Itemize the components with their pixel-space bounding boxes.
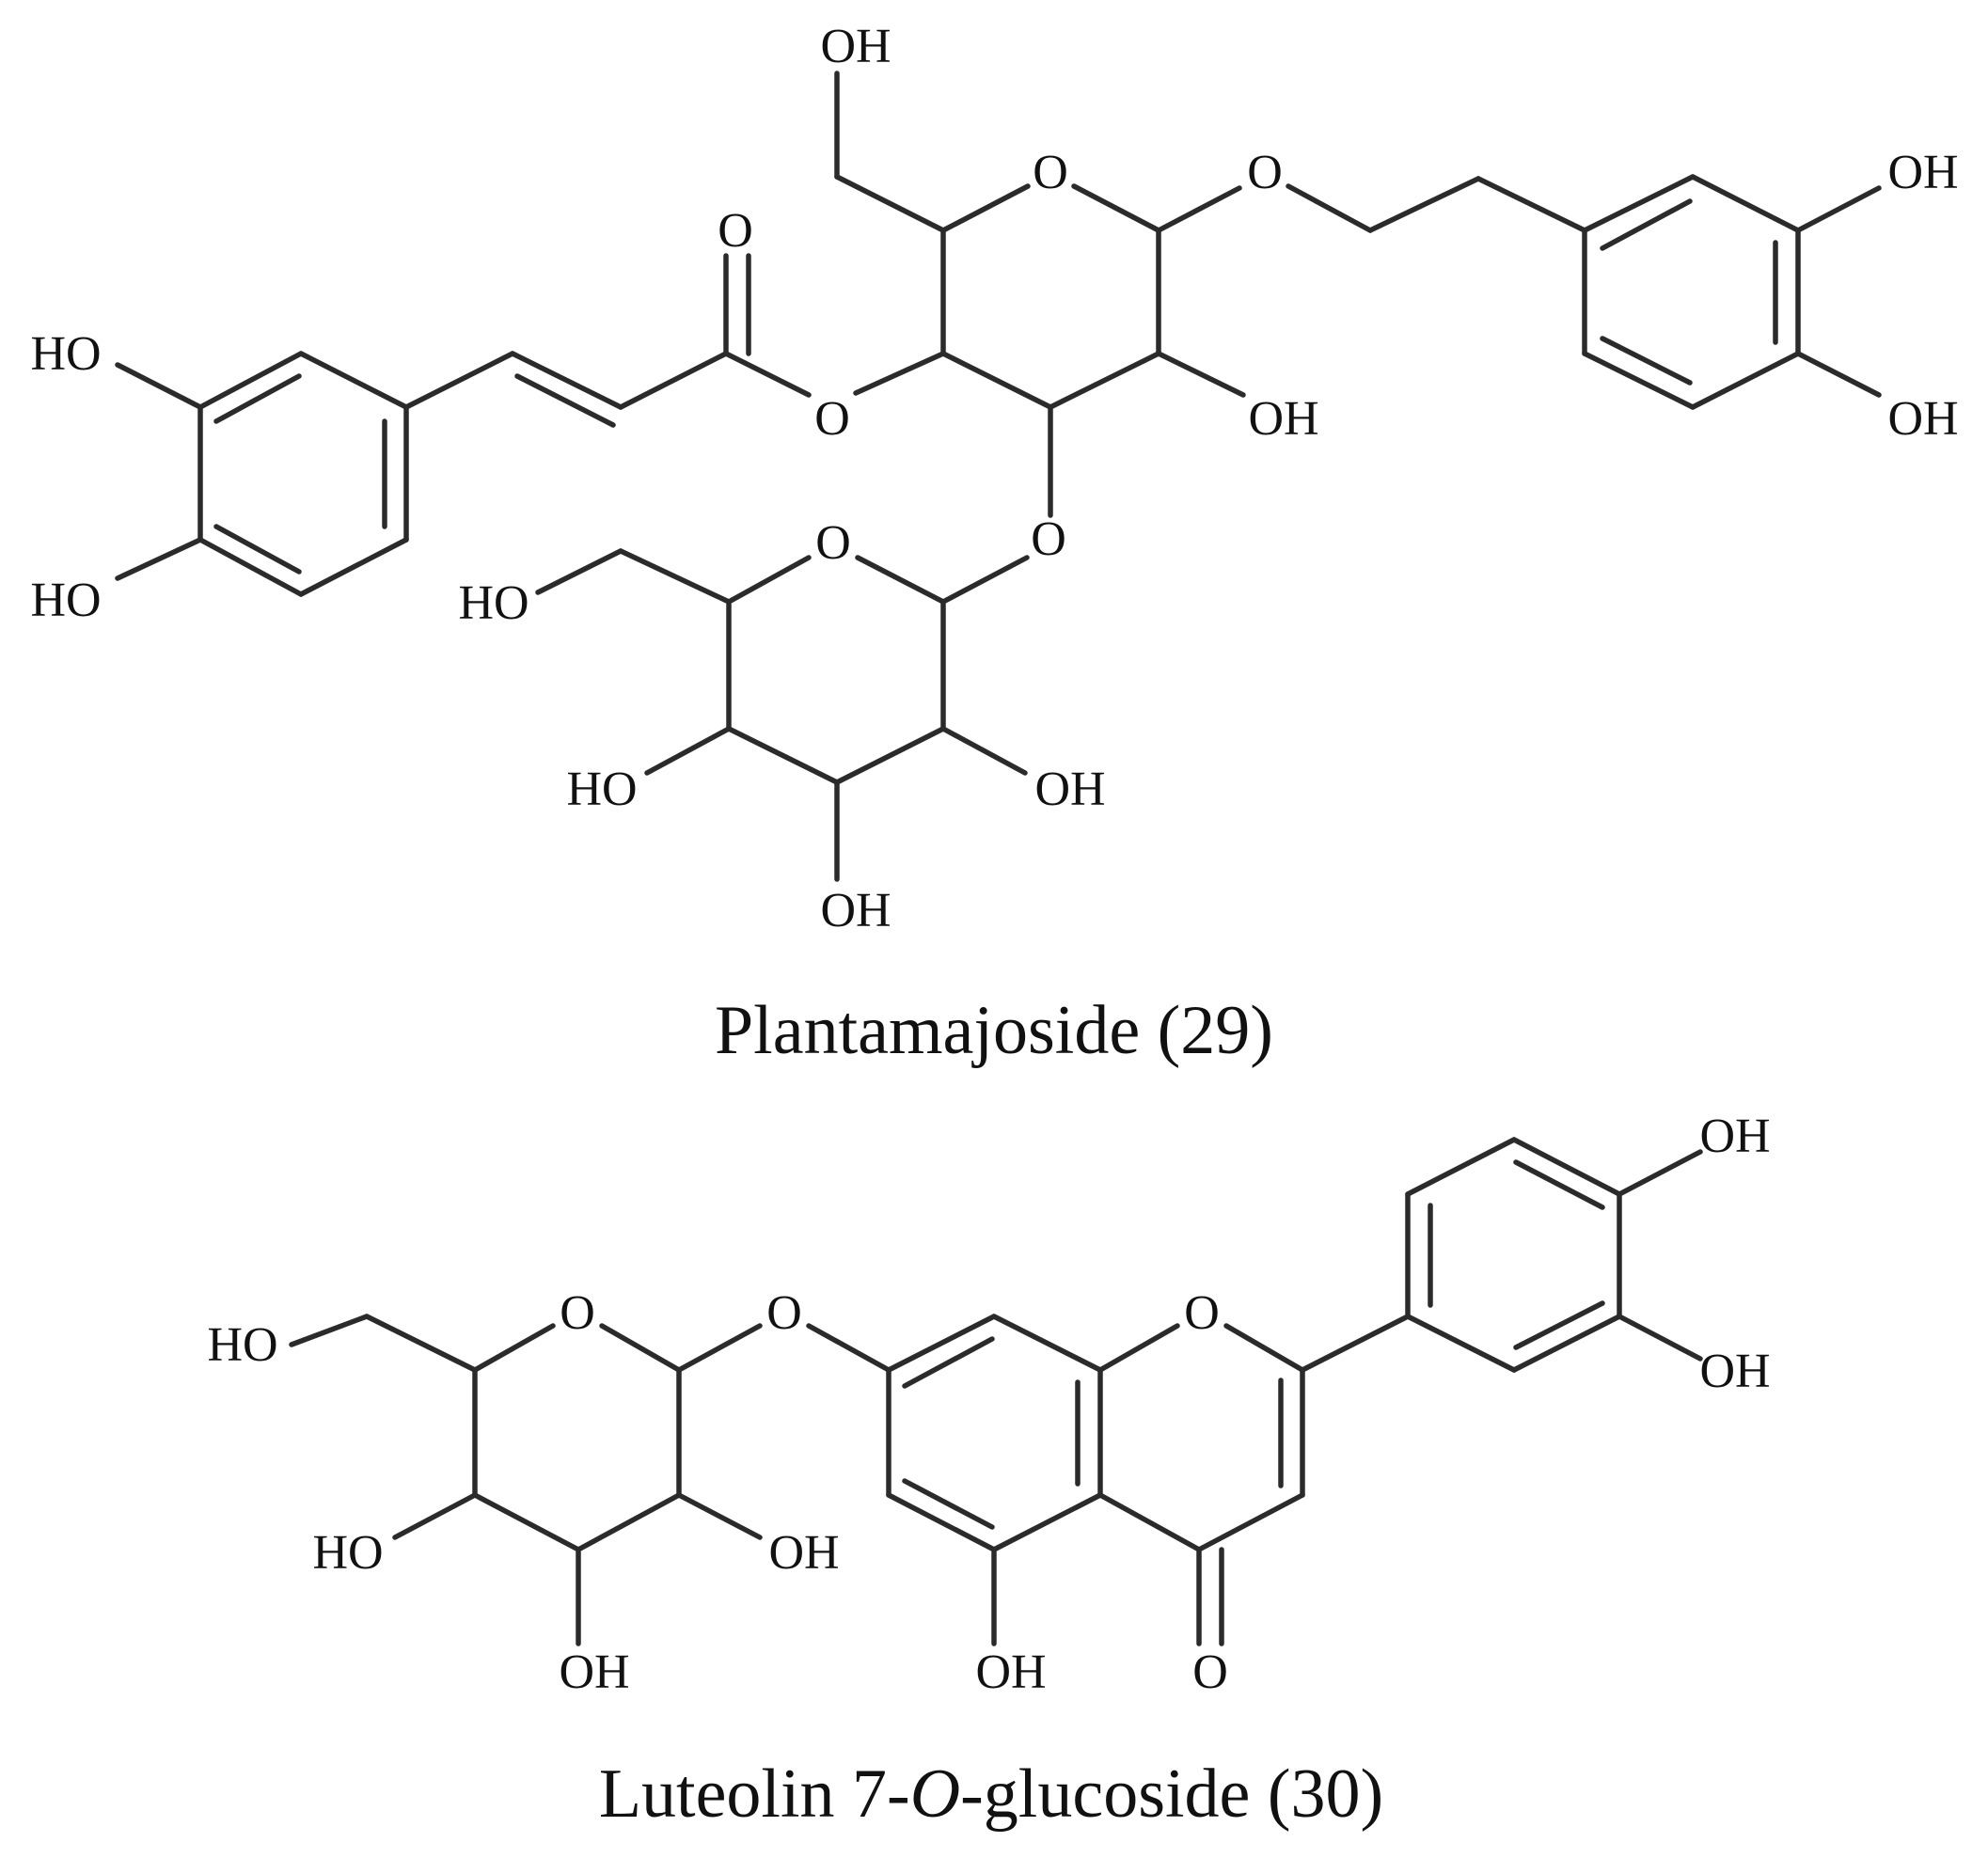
caption-part-italic: O [910,1756,960,1833]
atom-label: OH [1699,1110,1770,1163]
atom-label: O [766,1286,802,1340]
caption-part: Luteolin 7- [599,1756,910,1833]
atom-label: O [1184,1286,1220,1340]
atom-label: HO [207,1318,277,1372]
atom-label: O [815,516,851,570]
atom-label: OH [820,884,891,937]
atom-labels-plantamajoside: OH O O O OH OH HO HO O OH O O HO O HO OH… [30,20,1958,937]
caption-plantamajoside: Plantamajoside (29) [715,992,1273,1069]
atom-label: OH [1887,392,1958,446]
atom-label: OH [1248,392,1318,446]
atom-label: OH [1699,1345,1770,1398]
atom-label: HO [30,327,101,381]
atom-label: OH [1887,146,1958,199]
atom-label: O [1247,146,1283,199]
atom-label: HO [458,576,529,630]
atom-label: OH [559,1645,629,1699]
atom-label: HO [312,1526,383,1580]
atom-label: HO [566,763,637,816]
atom-label: O [560,1286,595,1340]
caption-part: -glucoside (30) [960,1756,1383,1833]
atom-label: OH [1034,763,1105,816]
structure-plantamajoside [115,71,1882,882]
atom-label: O [1031,512,1066,566]
atom-label: OH [768,1526,839,1580]
atom-label: O [718,204,753,258]
atom-label: O [1192,1645,1228,1699]
atom-label: OH [820,20,891,73]
atom-labels-luteolin: OH OH O O O HO HO OH OH OH O [207,1110,1770,1699]
atom-label: O [1033,146,1068,199]
caption-luteolin-7-o-glucoside: Luteolin 7-O-glucoside (30) [599,1756,1383,1833]
structure-luteolin-7-o-glucoside [289,1137,1703,1646]
atom-label: HO [30,574,101,627]
atom-label: O [814,392,850,446]
atom-label: OH [975,1645,1046,1699]
